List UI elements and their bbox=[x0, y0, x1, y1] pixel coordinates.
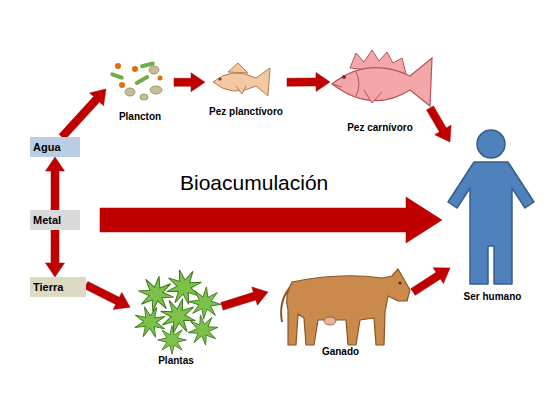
fish-fin bbox=[364, 90, 382, 103]
human-body bbox=[448, 162, 534, 284]
leaf-cluster bbox=[187, 285, 222, 320]
figure-caption: Pez planctívoro bbox=[209, 106, 283, 118]
plankton-cell bbox=[132, 66, 138, 72]
source-box: Agua bbox=[30, 137, 80, 157]
fish-body bbox=[332, 58, 432, 106]
source-box: Metal bbox=[30, 210, 80, 230]
box-label: Tierra bbox=[33, 281, 63, 293]
figure-caption: Ser humano bbox=[464, 291, 522, 303]
plankton-blob bbox=[125, 88, 135, 96]
flow-arrow bbox=[221, 287, 268, 310]
figure-caption: Pez carnívoro bbox=[347, 122, 413, 134]
source-box: Tierra bbox=[30, 277, 86, 297]
plankton-blob bbox=[150, 86, 162, 94]
fish-figure: Pez carnívoro bbox=[330, 50, 430, 134]
plants-illustration bbox=[128, 262, 224, 354]
human-figure: Ser humano bbox=[450, 128, 535, 303]
flow-arrow bbox=[84, 281, 130, 309]
plankton-rod bbox=[134, 74, 150, 85]
flow-arrow bbox=[174, 73, 205, 92]
fish-mouth bbox=[332, 84, 342, 87]
fish-fin bbox=[228, 63, 248, 73]
plankton-rod bbox=[110, 72, 125, 81]
bioaccumulation-arrow bbox=[100, 197, 442, 243]
flow-arrow bbox=[59, 89, 106, 140]
flow-arrow bbox=[427, 106, 452, 142]
figure-caption: Ganado bbox=[322, 346, 359, 358]
plankton-blob bbox=[149, 66, 159, 74]
cattle-figure: Ganado bbox=[268, 258, 413, 358]
fish-eye bbox=[342, 75, 346, 79]
flow-arrow bbox=[46, 157, 65, 210]
cow-body bbox=[287, 269, 410, 345]
plankton-cell bbox=[119, 82, 125, 88]
human-illustration bbox=[448, 130, 534, 284]
leaf-cluster bbox=[182, 309, 225, 352]
fish-body bbox=[213, 68, 270, 96]
small-fish-illustration bbox=[213, 63, 270, 96]
cow-eye bbox=[399, 282, 402, 285]
figure-caption: Plantas bbox=[158, 355, 194, 367]
fish-gill bbox=[356, 72, 359, 96]
flow-arrow bbox=[411, 268, 450, 296]
box-label: Agua bbox=[33, 141, 61, 153]
flow-arrow bbox=[45, 230, 64, 277]
box-label: Metal bbox=[33, 214, 61, 226]
plants-figure: Plantas bbox=[130, 275, 222, 367]
plankton-blob bbox=[140, 94, 148, 100]
fish-eye bbox=[219, 78, 222, 81]
leaf-cluster bbox=[158, 326, 187, 355]
fish-figure: Pez planctívoro bbox=[205, 62, 287, 118]
fish-fin bbox=[236, 86, 246, 94]
figure-caption: Plancton bbox=[119, 111, 161, 123]
plankton-illustration bbox=[110, 61, 163, 100]
process-label: Bioacumulación bbox=[180, 171, 328, 195]
large-fish-illustration bbox=[332, 50, 432, 106]
plankton-figure: Plancton bbox=[106, 55, 174, 123]
cattle-illustration bbox=[281, 269, 410, 345]
cow-udder bbox=[324, 317, 336, 325]
human-head bbox=[477, 130, 505, 158]
plankton-cell bbox=[158, 76, 163, 81]
flow-arrow bbox=[287, 72, 330, 91]
plankton-cell bbox=[115, 63, 121, 69]
